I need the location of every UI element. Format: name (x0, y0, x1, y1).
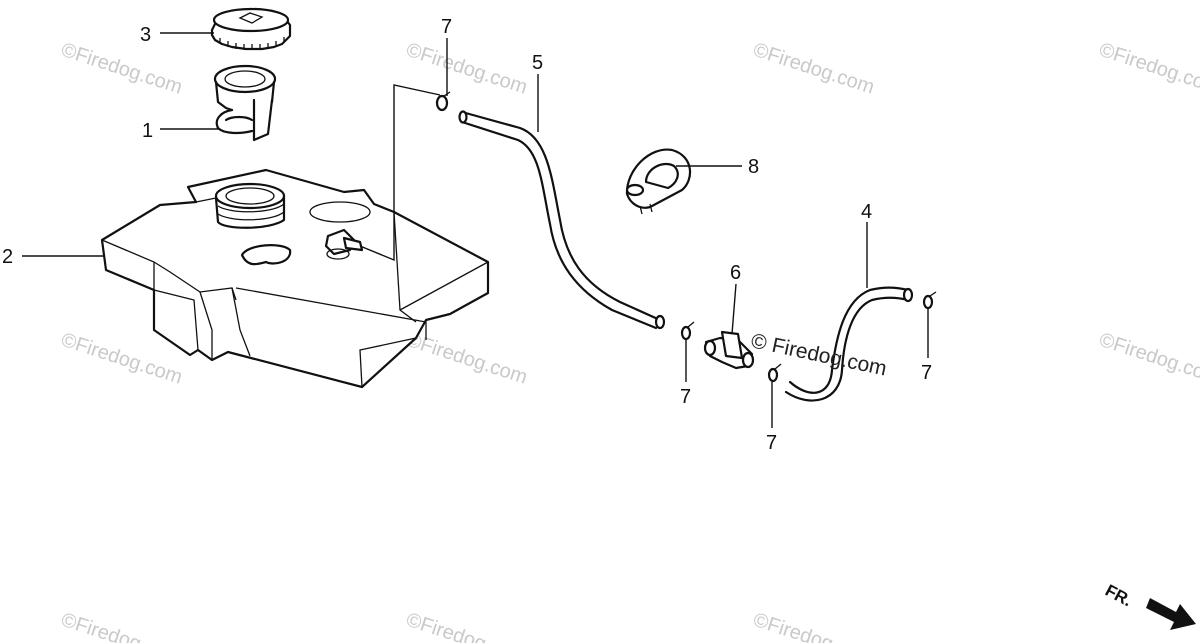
hose-clip (922, 291, 937, 310)
hose-clips (435, 91, 937, 383)
callout-7: 7 (766, 432, 777, 454)
watermark: ©Firedog.com (1096, 39, 1200, 99)
watermark: ©Firedog.com (403, 329, 530, 389)
short-fuel-tube (784, 286, 914, 402)
callout-5: 5 (532, 52, 543, 74)
hose-clip (680, 321, 695, 341)
callout-7: 7 (680, 386, 691, 408)
fuel-strainer (213, 64, 277, 142)
watermark: ©Firedog.com (58, 39, 185, 99)
fuel-tank (100, 168, 490, 389)
tube-clamp (625, 148, 692, 215)
callout-4: 4 (861, 201, 872, 223)
callout-2: 2 (2, 246, 13, 268)
front-label: FR. (1102, 581, 1135, 611)
watermark: ©Firedog.com (403, 39, 530, 99)
front-indicator: FR. (1102, 581, 1196, 630)
arrow-right-icon (1146, 598, 1196, 630)
fuel-cap (210, 7, 292, 51)
watermark: ©Firedog.com (58, 609, 185, 643)
callout-7: 7 (921, 362, 932, 384)
hose-clip (767, 363, 782, 383)
callout-1: 1 (142, 120, 153, 142)
watermark: ©Firedog.com (403, 609, 530, 643)
callout-6: 6 (730, 262, 741, 284)
hose-clip (435, 91, 451, 112)
watermark: ©Firedog.com (750, 39, 877, 99)
callouts: 3 1 2 7 5 8 4 6 7 7 7 (2, 16, 932, 454)
callout-8: 8 (748, 156, 759, 178)
fuel-tube (458, 110, 666, 330)
fuel-valve (703, 330, 755, 370)
leader-lines (22, 32, 929, 428)
watermark: ©Firedog.com (750, 609, 877, 643)
callout-7: 7 (441, 16, 452, 38)
callout-3: 3 (140, 24, 151, 46)
watermark: ©Firedog.com (1096, 329, 1200, 389)
